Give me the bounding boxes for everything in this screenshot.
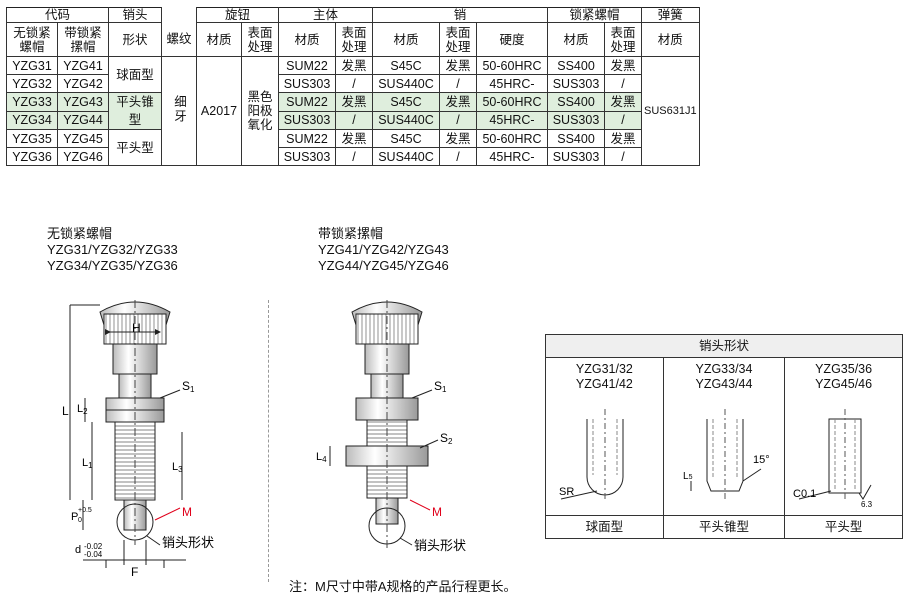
mid-dim-L4: L4: [316, 451, 327, 464]
svg-text:L5: L5: [683, 471, 693, 482]
pin-col3-footer: 平头型: [784, 515, 903, 539]
subheader-body-surface: 表面处理: [335, 22, 373, 57]
subheader-pin-material: 材质: [372, 22, 440, 57]
svg-text:6.3: 6.3: [861, 500, 873, 509]
left-drawing-title: 无锁紧螺帽: [47, 226, 113, 241]
pin-flat-shape: C0.1 6.3: [784, 396, 903, 516]
subheader-no-lock: 无锁紧螺帽: [6, 22, 58, 57]
dim-P-tol-up: +0.5: [78, 507, 92, 514]
subheader-thread: 螺纹: [161, 22, 197, 57]
spec-table: 代码 销头 旋钮 主体 销 锁紧螺帽 弹簧 无锁紧螺帽 带锁紧摞帽 形状 螺纹 …: [6, 7, 700, 166]
table-row: YZG34 YZG44 SUS303 / SUS440C / 45HRC- SU…: [6, 110, 700, 130]
spring-material-value: SUS631J1: [641, 56, 700, 166]
subheader-pin-surface: 表面处理: [439, 22, 477, 57]
footnote: 注：M尺寸中带A规格的产品行程更长。: [289, 579, 517, 594]
dim-d-tol-up: -0.02: [84, 542, 103, 551]
subheader-shape: 形状: [108, 22, 162, 57]
left-models-line1: YZG31/YZG32/YZG33: [47, 242, 178, 257]
dim-M: M: [182, 505, 192, 519]
svg-text:C0.1: C0.1: [793, 488, 816, 500]
table-row: YZG32 YZG42 SUS303 / SUS440C / 45HRC- SU…: [6, 74, 700, 93]
dim-H: H: [132, 321, 141, 335]
mid-drawing-caption: 带锁紧摞帽 YZG41/YZG42/YZG43 YZG44/YZG45/YZG4…: [318, 226, 449, 274]
mid-dim-S2: S2: [440, 431, 453, 446]
thread-value: 细牙: [161, 56, 197, 166]
dim-P: P: [71, 511, 78, 523]
dim-L1: L1: [82, 457, 93, 470]
dim-P-tol-lo: 0: [78, 517, 82, 524]
pin-col1-footer: 球面型: [545, 515, 664, 539]
subheader-body-material: 材质: [278, 22, 336, 57]
dim-d-tol-lo: -0.04: [84, 550, 103, 559]
table-row: YZG36 YZG46 SUS303 / SUS440C / 45HRC- SU…: [6, 147, 700, 166]
mid-models-line2: YZG44/YZG45/YZG46: [318, 258, 449, 273]
mid-pin-shape-label: 销头形状: [414, 538, 466, 553]
pin-taper-shape: L5 15°: [662, 396, 786, 516]
left-models-line2: YZG34/YZG35/YZG36: [47, 258, 178, 273]
table-row: YZG31 YZG41 球面型 细牙 A2017 黑色阳极氧化 SUM22 发黑…: [6, 56, 700, 166]
subheader-knob-surface: 表面处理: [241, 22, 279, 57]
shape-flat: 平头型: [108, 129, 162, 166]
mid-dim-S1: S1: [434, 379, 447, 394]
dim-F: F: [131, 565, 138, 579]
table-row: YZG33 YZG43 平头锥型 SUM22 发黑 S45C 发黑 50-60H…: [6, 92, 700, 130]
mid-models-line1: YZG41/YZG42/YZG43: [318, 242, 449, 257]
svg-text:15°: 15°: [753, 454, 770, 466]
subheader-knob-material: 材质: [196, 22, 242, 57]
pin-table-title: 销头形状: [545, 334, 903, 358]
dim-L: L: [62, 404, 69, 418]
mid-plunger: [329, 300, 439, 548]
dim-d: d: [75, 544, 81, 556]
header-body: 主体: [278, 7, 373, 23]
pin-ball-shape: SR: [545, 396, 664, 516]
knob-material-value: A2017: [196, 56, 242, 166]
pin-col2-footer: 平头锥型: [662, 515, 786, 539]
left-plunger: [69, 300, 186, 568]
subheader-pin-hardness: 硬度: [476, 22, 548, 57]
table-row: YZG35 YZG45 平头型 SUM22 发黑 S45C 发黑 50-60HR…: [6, 129, 700, 166]
mid-dim-M: M: [432, 505, 442, 519]
dim-L3: L3: [172, 461, 183, 474]
left-drawing-caption: 无锁紧螺帽 YZG31/YZG32/YZG33 YZG34/YZG35/YZG3…: [47, 226, 178, 274]
dim-S1: S1: [182, 379, 195, 394]
divider: [268, 300, 269, 582]
subheader-with-lock: 带锁紧摞帽: [57, 22, 109, 57]
shape-taper: 平头锥型: [108, 92, 162, 130]
svg-text:SR: SR: [559, 486, 574, 498]
left-pin-shape-label: 销头形状: [162, 535, 214, 550]
mid-drawing-title: 带锁紧摞帽: [318, 226, 384, 241]
dim-L2: L2: [77, 403, 88, 416]
knob-surface-value: 黑色阳极氧化: [241, 56, 279, 166]
